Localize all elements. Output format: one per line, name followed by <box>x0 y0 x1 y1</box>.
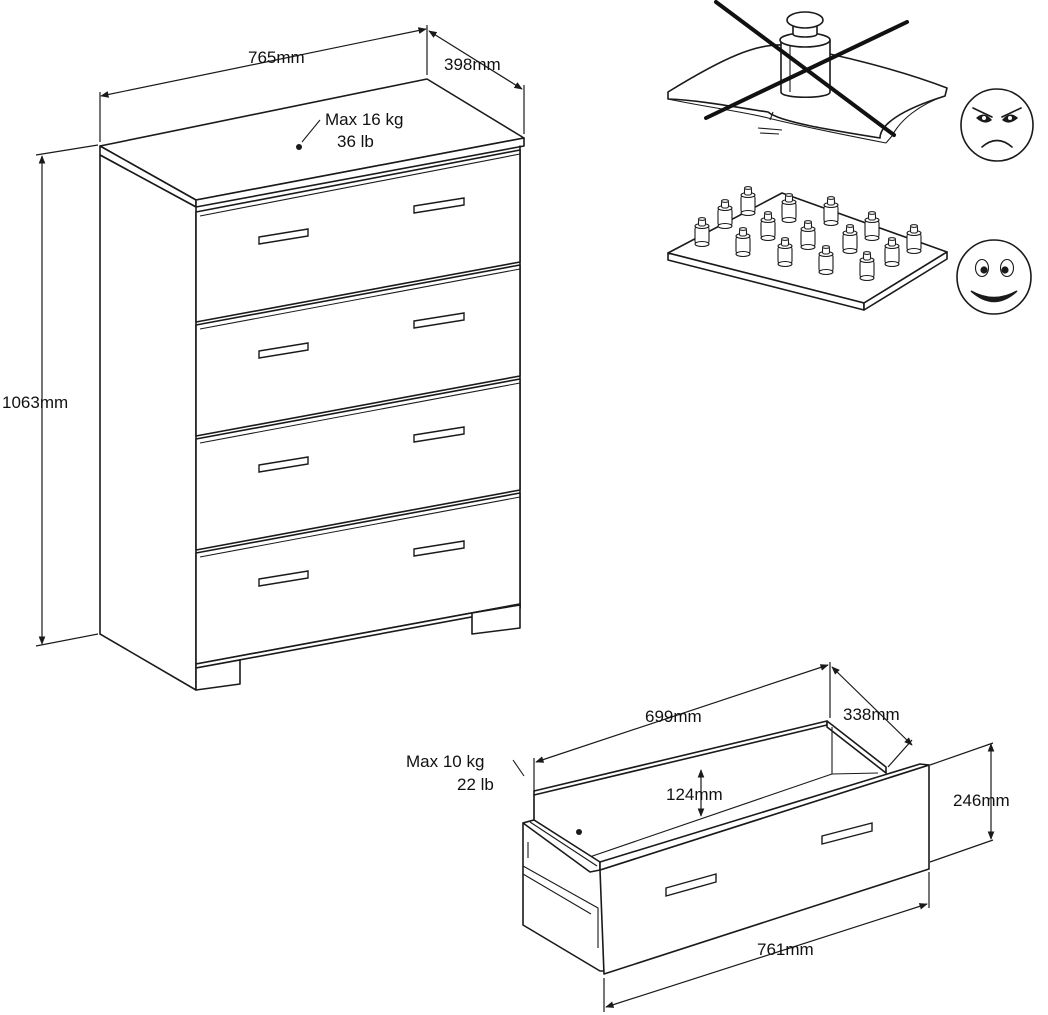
chest-foot-left <box>195 659 241 691</box>
drawer-front-height-label: 246mm <box>953 791 1010 810</box>
drawer-side-right <box>826 720 887 774</box>
chest-foot-right <box>471 604 521 635</box>
chest-of-drawers <box>99 78 525 691</box>
chest-depth-label: 398mm <box>444 55 501 74</box>
drawer-dimensions <box>512 662 995 1012</box>
angry-face-icon <box>960 88 1034 162</box>
chest-side-panel <box>99 154 197 691</box>
smiley-face-icon <box>956 239 1032 315</box>
chest-drawer-2 <box>195 264 521 437</box>
load-guide-right <box>667 186 1032 315</box>
drawer-load-point <box>576 829 582 835</box>
chest-top-load-kg: Max 16 kg <box>325 110 403 129</box>
drawer-inner-depth-label: 338mm <box>843 705 900 724</box>
drawer-handle-back <box>821 822 873 845</box>
load-guide-wrong <box>667 0 1034 162</box>
chest-dimensions <box>35 25 525 647</box>
chest-height-label: 1063mm <box>2 393 68 412</box>
chest-width-label: 765mm <box>248 48 305 67</box>
drawer-detail <box>522 720 930 975</box>
drawer-load-lb: 22 lb <box>457 775 494 794</box>
drawer-inner-width-label: 699mm <box>645 707 702 726</box>
chest-load-point <box>296 144 302 150</box>
chest-drawer-1 <box>195 149 521 323</box>
drawer-load-kg: Max 10 kg <box>406 752 484 771</box>
drawer-handle-front <box>665 873 717 897</box>
drawer-front-width-label: 761mm <box>757 940 814 959</box>
chest-top-load-lb: 36 lb <box>337 132 374 151</box>
cross-out-icon <box>714 0 896 137</box>
drawer-inner-height-label: 124mm <box>666 785 723 804</box>
chest-drawer-3 <box>195 378 521 551</box>
chest-handles <box>258 197 465 587</box>
chest-top-side-edge <box>195 137 525 208</box>
